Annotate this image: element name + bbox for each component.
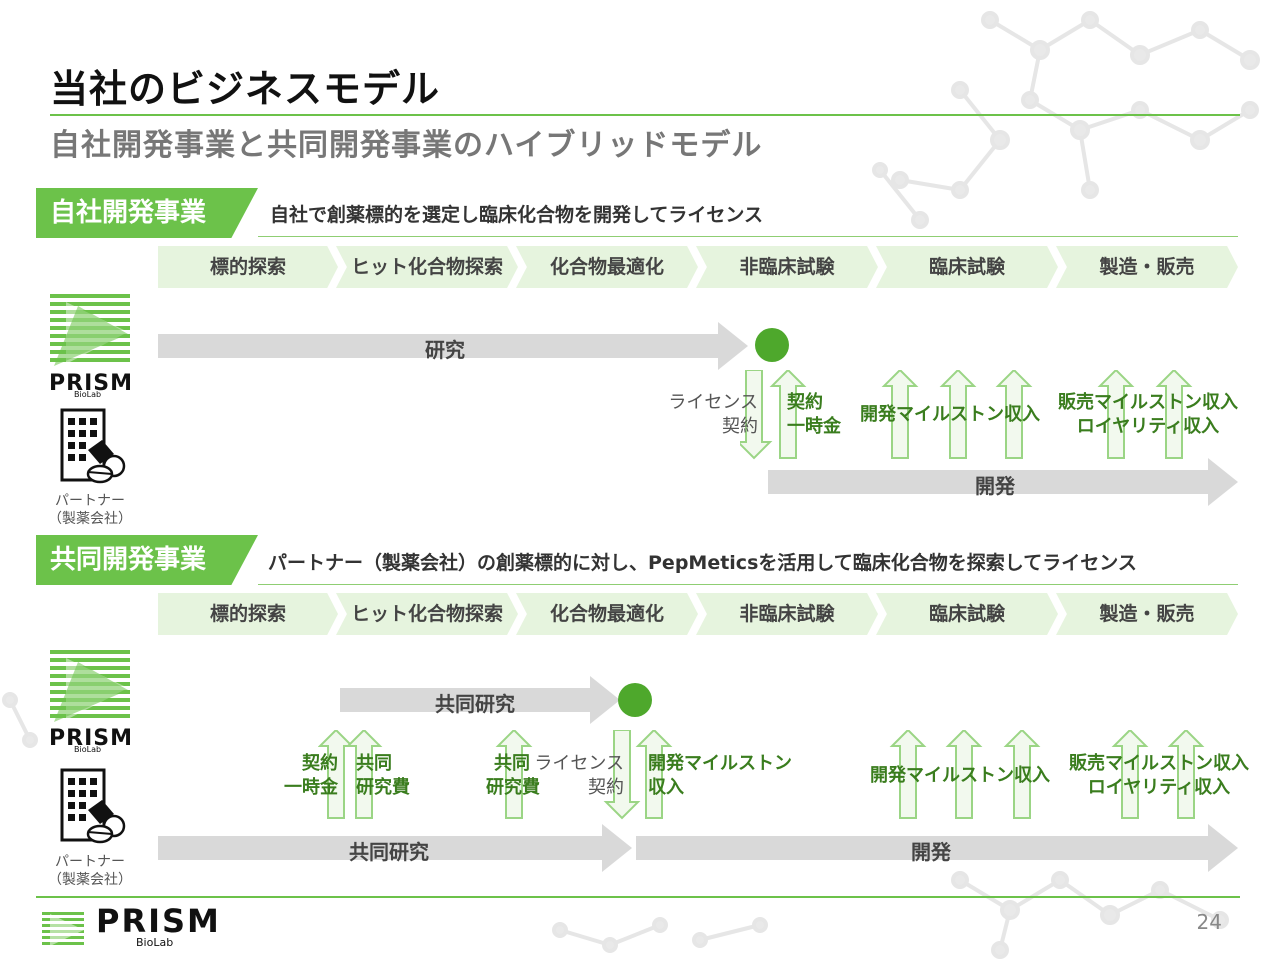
- prism-logo-icon-2: [50, 650, 130, 722]
- joint-research-top-label: 共同研究: [435, 692, 515, 716]
- footer-logo-icon: [42, 912, 84, 946]
- s2-development-label: 開発: [911, 840, 951, 864]
- s2-lump-sum-line2: 一時金: [284, 777, 338, 798]
- section1-stage-3: 化合物最適化: [516, 246, 698, 288]
- s2-royalty-label: ロイヤリティ収入: [1087, 777, 1231, 798]
- research-arrow: [158, 322, 748, 370]
- section1-stage-2: ヒット化合物探索: [336, 246, 518, 288]
- section2-stage-5: 臨床試験: [876, 593, 1058, 635]
- s2-dev-milestone-b: 開発マイルストン収入: [870, 765, 1050, 786]
- section2-stage-2: ヒット化合物探索: [336, 593, 518, 635]
- candidate-dot: [755, 328, 789, 362]
- s2-dev-milestone-a-line1: 開発マイルストン: [648, 753, 792, 774]
- pharma-building-icon-2: [60, 768, 126, 844]
- section2-divider: [258, 584, 1238, 585]
- section1-tag: 自社開発事業: [36, 188, 258, 238]
- page-title: 当社のビジネスモデル: [50, 67, 441, 111]
- page-number: 24: [1196, 910, 1222, 934]
- s1-development-label: 開発: [975, 474, 1015, 498]
- s1-lump-sum-line2: 一時金: [787, 416, 841, 437]
- section2-description: パートナー（製薬会社）の創薬標的に対し、PepMeticsを活用して臨床化合物を…: [268, 552, 1137, 574]
- section1-stage-1: 標的探索: [158, 246, 338, 288]
- footer-logo-text: PRISM: [96, 902, 221, 940]
- prism-logo-subtext: BioLab: [74, 390, 102, 399]
- s2-license-contract-line1: ライセンス: [534, 753, 624, 774]
- s2-joint-cost1-line1: 共同: [356, 753, 392, 774]
- pharma-building-icon: [60, 408, 126, 484]
- section1-stage-6: 製造・販売: [1056, 246, 1238, 288]
- footer-logo-subtext: BioLab: [136, 936, 174, 949]
- section1-divider: [258, 236, 1238, 237]
- partner-label-line1: パートナー: [55, 493, 125, 509]
- s1-sales-milestone-label: 販売マイルストン収入: [1058, 392, 1238, 413]
- section2-stage-1: 標的探索: [158, 593, 338, 635]
- joint-research-bottom-label: 共同研究: [349, 840, 429, 864]
- joint-research-arrow-top: [340, 676, 620, 724]
- s2-joint-cost2-line1: 共同: [494, 753, 530, 774]
- prism-logo-subtext-2: BioLab: [74, 745, 102, 754]
- section2-tag: 共同開発事業: [36, 535, 258, 585]
- s1-royalty-label: ロイヤリティ収入: [1076, 416, 1220, 437]
- s2-dev-milestone-a-line2: 収入: [648, 777, 684, 798]
- research-label: 研究: [425, 338, 465, 362]
- section1-flow-arrows: [740, 370, 1193, 460]
- prism-logo-text: PRISM: [49, 371, 133, 396]
- section2-flow-arrows: [318, 730, 1205, 820]
- s2-sales-milestone-label: 販売マイルストン収入: [1069, 753, 1249, 774]
- footer-divider: [36, 896, 1240, 898]
- partner-label-2-line1: パートナー: [55, 854, 125, 870]
- s2-joint-cost1-line2: 研究費: [356, 777, 410, 798]
- section1-stage-4: 非臨床試験: [696, 246, 878, 288]
- prism-logo-text-2: PRISM: [49, 726, 133, 751]
- section2-stage-4: 非臨床試験: [696, 593, 878, 635]
- s1-license-contract-line1: ライセンス: [668, 392, 758, 413]
- joint-research-arrow-bottom: [158, 824, 632, 872]
- s2-contract-line1: 契約: [302, 753, 338, 774]
- s2-development-arrow: [636, 824, 1238, 872]
- title-divider: [50, 114, 1240, 116]
- s1-dev-milestone-label: 開発マイルストン収入: [860, 404, 1040, 425]
- section2-stage-3: 化合物最適化: [516, 593, 698, 635]
- partner-label-line2: （製薬会社）: [48, 511, 132, 527]
- s2-joint-cost2-line2: 研究費: [486, 777, 540, 798]
- page-subtitle: 自社開発事業と共同開発事業のハイブリッドモデル: [50, 128, 763, 163]
- s1-contract-line1: 契約: [787, 392, 823, 413]
- section1-stage-5: 臨床試験: [876, 246, 1058, 288]
- s2-license-contract-line2: 契約: [588, 777, 624, 798]
- section2-stage-6: 製造・販売: [1056, 593, 1238, 635]
- section1-description: 自社で創薬標的を選定し臨床化合物を開発してライセンス: [270, 204, 764, 226]
- partner-label-2-line2: （製薬会社）: [48, 872, 132, 888]
- prism-logo-icon: [50, 294, 130, 366]
- candidate-dot-2: [618, 683, 652, 717]
- s1-license-contract-line2: 契約: [722, 416, 758, 437]
- s1-development-arrow: [768, 458, 1238, 506]
